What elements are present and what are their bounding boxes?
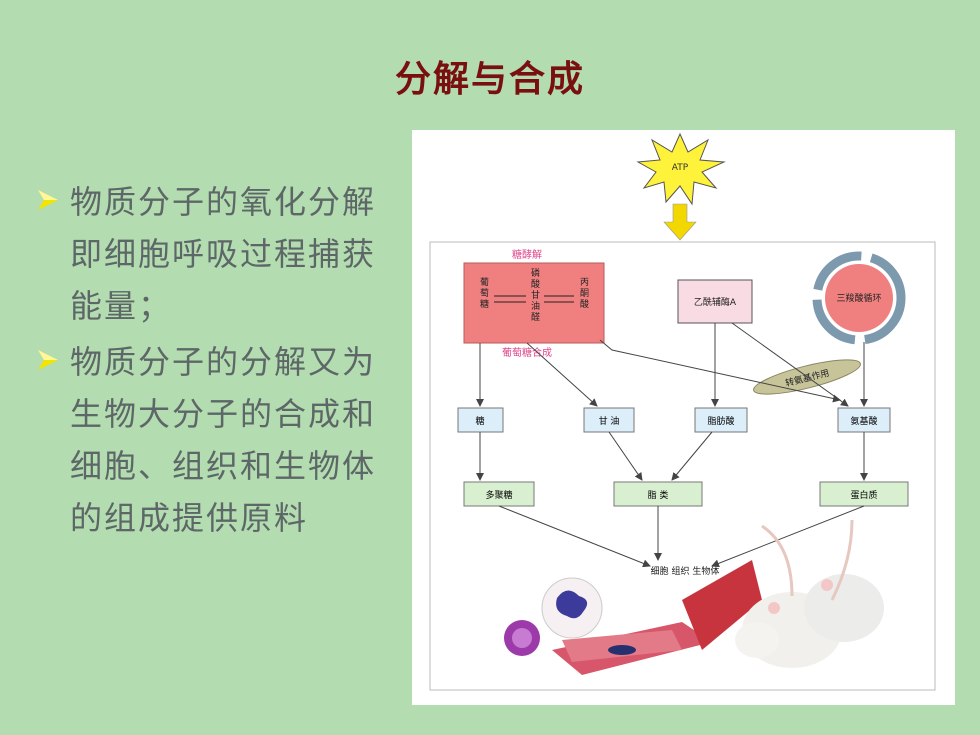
- glycolysis-label: 糖酵解: [512, 248, 542, 261]
- bullet-arrow-icon: [38, 190, 58, 210]
- protein-label: 蛋白质: [850, 489, 877, 501]
- bullet-item: 物质分子的氧化分解即细胞呼吸过程捕获能量；: [36, 176, 386, 332]
- amino-acid-box: [837, 407, 891, 433]
- atp-down-arrow-icon: [663, 203, 697, 241]
- glucose-label: 葡萄糖: [480, 276, 489, 310]
- cell-images: [504, 560, 762, 675]
- gluconeogenesis-label: 葡萄糖合成: [502, 346, 552, 359]
- fatty-acid-label: 脂肪酸: [707, 415, 734, 427]
- tca-label: 三羧酸循环: [836, 292, 881, 304]
- g3p-label: 磷酸甘油醛: [531, 267, 540, 323]
- bottom-label: 细胞 组织 生物体: [651, 565, 720, 577]
- sugar-label: 糖: [475, 415, 484, 427]
- atp-label: ATP: [672, 163, 689, 173]
- tca-cycle: 三羧酸循环: [812, 251, 906, 345]
- bullet-item: 物质分子的分解又为生物大分子的合成和细胞、组织和生物体的组成提供原料: [36, 336, 386, 544]
- lipid-label: 脂 类: [648, 489, 669, 501]
- glycerol-label: 甘 油: [599, 415, 620, 427]
- pathway-arrows: [476, 322, 868, 568]
- atp-burst-icon: ATP: [636, 132, 726, 206]
- bullet-text: 物质分子的氧化分解即细胞呼吸过程捕获能量；: [70, 183, 377, 325]
- acetyl-coa-box: [677, 279, 753, 324]
- bullet-arrow-icon: [38, 350, 58, 370]
- protein-box: [819, 481, 909, 507]
- lipid-box: [613, 481, 703, 507]
- bullet-text: 物质分子的分解又为生物大分子的合成和细胞、组织和生物体的组成提供原料: [70, 343, 377, 537]
- equilibrium-arrows: [494, 295, 574, 303]
- glycolysis-box: [463, 262, 605, 344]
- sugar-box: [457, 407, 504, 433]
- acetyl-coa-label: 乙酰辅酶A: [694, 296, 737, 308]
- bullet-list: 物质分子的氧化分解即细胞呼吸过程捕获能量； 物质分子的分解又为生物大分子的合成和…: [36, 176, 386, 548]
- slide-title: 分解与合成: [394, 59, 585, 100]
- metabolism-diagram: ATP 糖酵解 葡萄糖 磷酸甘油醛 丙酮酸 葡萄糖合成 乙酰辅酶A 三羧酸循环 …: [412, 130, 955, 705]
- pyruvate-label: 丙酮酸: [580, 277, 589, 310]
- mice-image: [735, 519, 884, 668]
- fatty-acid-box: [694, 407, 748, 433]
- amino-acid-label: 氨基酸: [850, 415, 877, 427]
- polysaccharide-label: 多聚糖: [485, 489, 512, 501]
- glycerol-box: [583, 407, 635, 433]
